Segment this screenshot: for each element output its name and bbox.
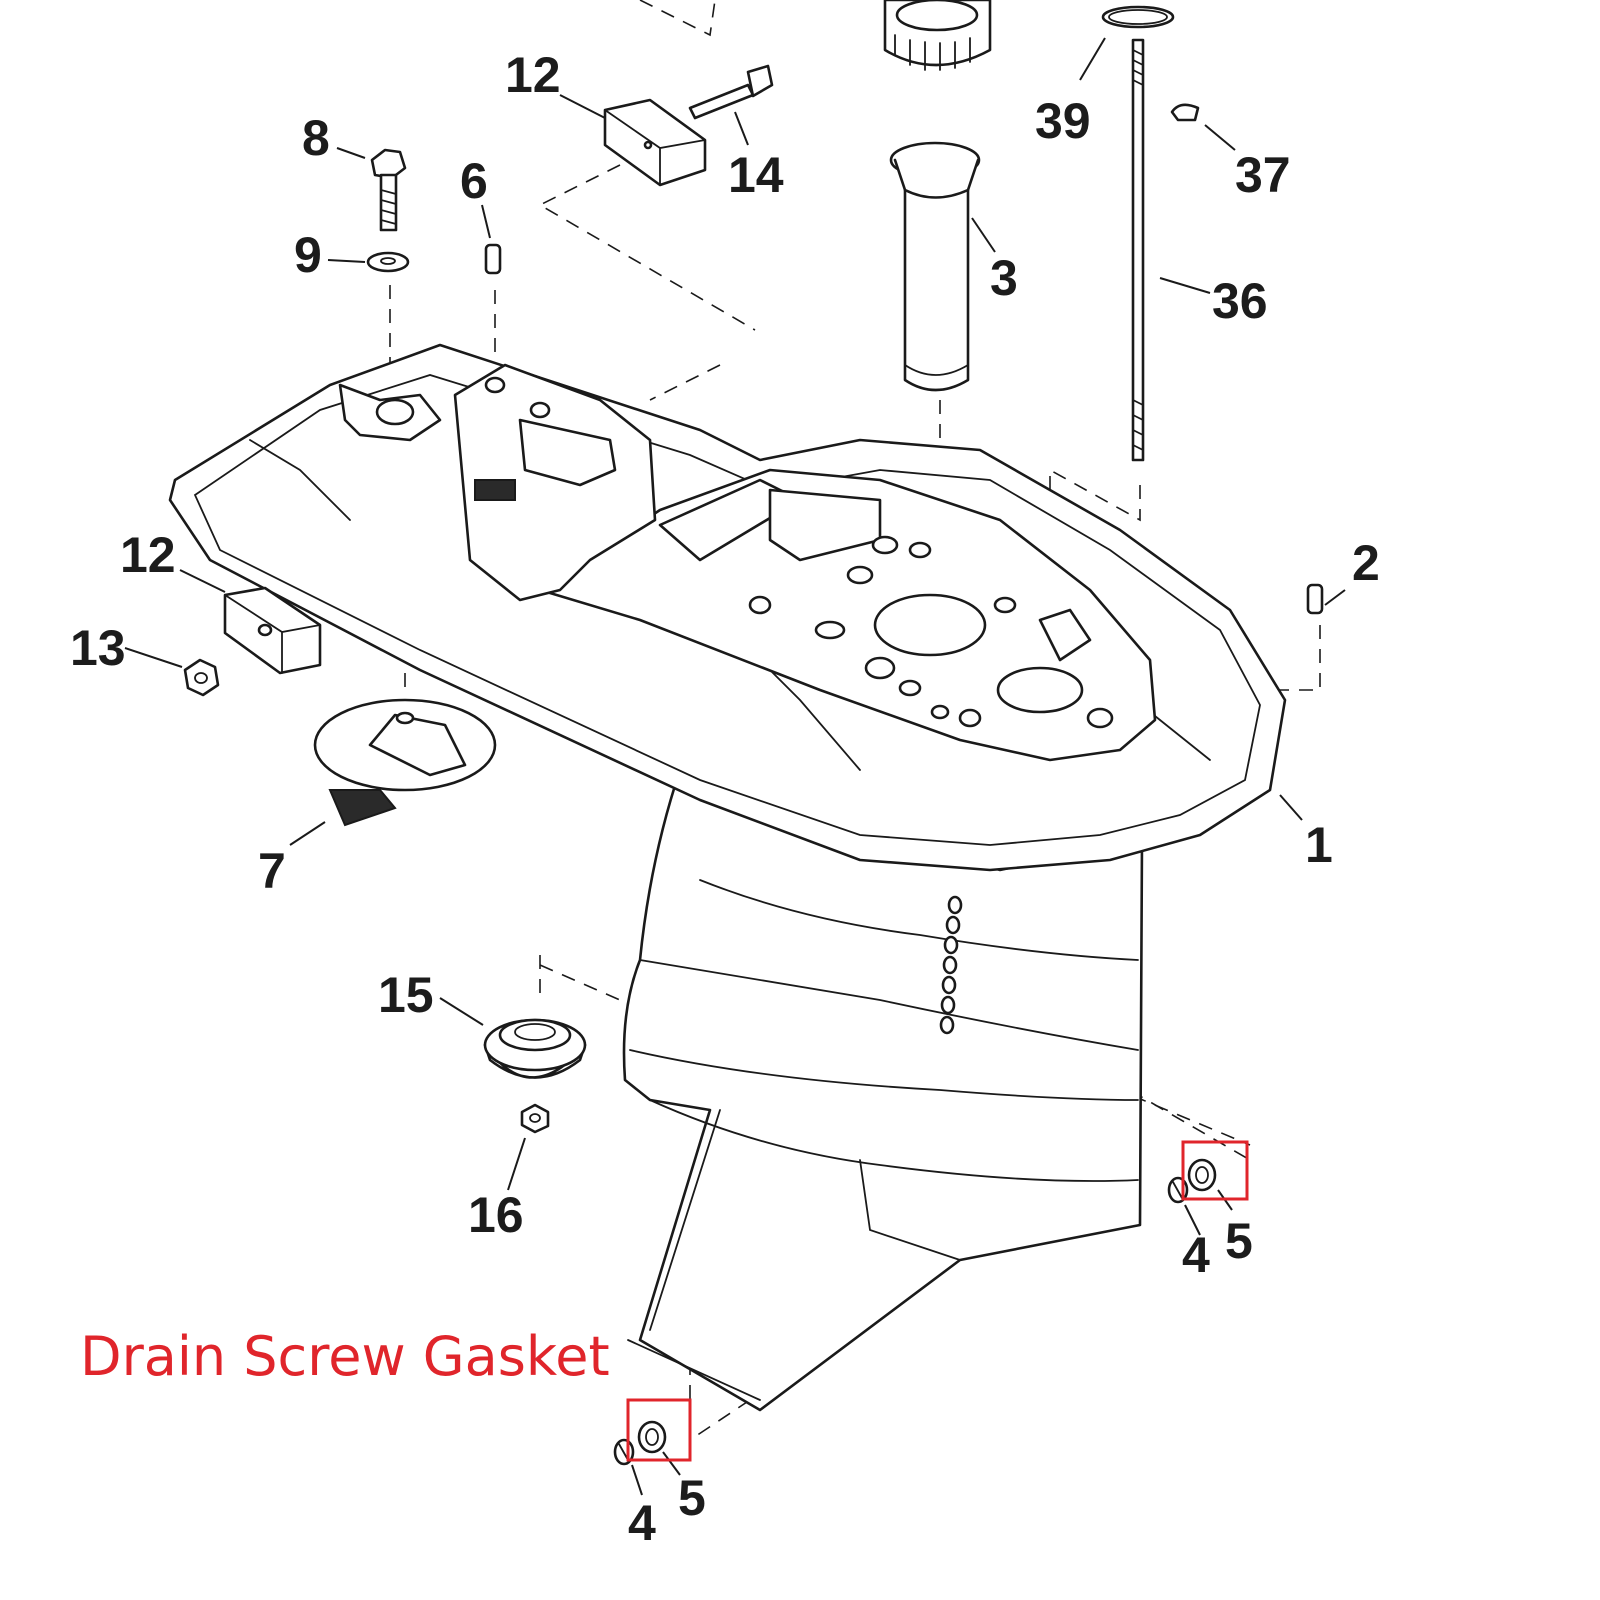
callout-numbers: 12 14 8 6 9 39 37 3 36 12 13 2 7 1 15 16… xyxy=(70,47,1380,1551)
callout-5-lower: 5 xyxy=(678,1470,706,1526)
callout-13: 13 xyxy=(70,620,126,676)
highlight-box-upper xyxy=(1181,1140,1249,1201)
callout-7: 7 xyxy=(258,843,286,899)
water-tube-sleeve xyxy=(889,141,981,392)
callout-37: 37 xyxy=(1235,147,1291,203)
washer-hole xyxy=(380,257,396,265)
drain-screw-gasket-caption: Drain Screw Gasket xyxy=(80,1325,610,1388)
callout-16: 16 xyxy=(468,1187,524,1243)
dowel-pin xyxy=(484,243,502,275)
gear-housing xyxy=(168,343,1287,1412)
callout-4-upper: 4 xyxy=(1182,1227,1210,1283)
drain-screw-gasket-upper xyxy=(1187,1158,1217,1192)
callout-6: 6 xyxy=(460,153,488,209)
callout-14: 14 xyxy=(728,147,784,203)
callout-12-top: 12 xyxy=(505,47,561,103)
callout-1: 1 xyxy=(1305,817,1333,873)
callout-4-lower: 4 xyxy=(628,1495,656,1551)
o-ring-inner xyxy=(1108,9,1168,25)
hex-bolt xyxy=(370,148,407,232)
trim-tab-anode xyxy=(313,698,497,827)
callout-8: 8 xyxy=(302,110,330,166)
e-clip xyxy=(1170,103,1200,122)
callout-36: 36 xyxy=(1212,273,1268,329)
callout-15: 15 xyxy=(378,967,434,1023)
tapered-bearing xyxy=(883,0,992,71)
anode-block-top xyxy=(603,98,707,187)
highlight-box-lower xyxy=(626,1398,692,1462)
callout-3: 3 xyxy=(990,250,1018,306)
callout-2: 2 xyxy=(1352,535,1380,591)
anode-block-left xyxy=(223,586,322,675)
grommet xyxy=(483,1018,587,1079)
small-hex-nut xyxy=(520,1103,550,1134)
callout-39: 39 xyxy=(1035,93,1091,149)
callout-9: 9 xyxy=(294,227,322,283)
drain-screw-gasket-lower xyxy=(637,1420,667,1454)
dowel-pin-right xyxy=(1306,583,1324,615)
bolt xyxy=(688,64,774,120)
callout-12-left: 12 xyxy=(120,527,176,583)
stud xyxy=(1131,38,1145,462)
hex-nut xyxy=(183,658,220,697)
callout-5-upper: 5 xyxy=(1225,1213,1253,1269)
water-intake-holes xyxy=(939,895,963,1035)
washer xyxy=(366,251,410,273)
